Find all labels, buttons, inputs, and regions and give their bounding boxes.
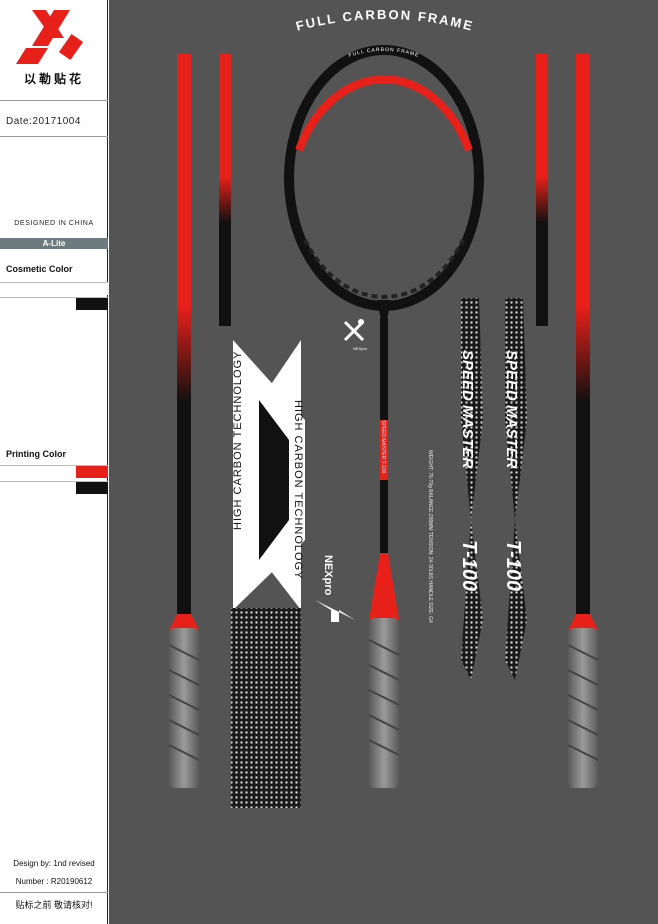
speed-master-strip-left: SPEED MASTER T-100 xyxy=(458,298,483,680)
number-label: Number : R20190612 xyxy=(15,877,93,886)
speed-master-strip-right: SPEED MASTER T-100 xyxy=(502,298,527,680)
racket-head: FULL CARBON FRAME xyxy=(284,45,484,311)
tech-decal: HIGH CARBON TECHNOLOGY HIGH CARBON TECHN… xyxy=(231,340,355,808)
tech-text-left: HIGH CARBON TECHNOLOGY xyxy=(232,351,244,531)
cosmetic-color-title: Cosmetic Color xyxy=(6,264,73,274)
divider xyxy=(0,100,108,101)
frame-title: FULL CARBON FRAME xyxy=(294,7,475,34)
spec-sidebar: 以勒贴花 Date:20171004 DESIGNED IN CHINA A-L… xyxy=(0,0,108,924)
swatch-black xyxy=(76,482,108,494)
right-outer-stripe xyxy=(567,54,599,788)
racket-shaft: SPEED MASTER T-100 xyxy=(368,300,400,788)
design-by-label: Design by: 1nd revised xyxy=(13,859,95,868)
cosmetic-swatch-row xyxy=(0,282,108,295)
designed-in-label: DESIGNED IN CHINA xyxy=(14,220,94,227)
design-canvas: FULL CARBON FRAME xyxy=(109,0,658,924)
head-label: FULL CARBON FRAME xyxy=(348,47,420,59)
left-outer-stripe xyxy=(168,54,200,788)
model-text-left: T-100 xyxy=(458,540,480,591)
swatch-white xyxy=(76,283,108,295)
confirm-note: 贴标之前 敬请核对! xyxy=(15,900,93,910)
date-label: Date:20171004 xyxy=(6,116,81,127)
cosmetic-swatch-row xyxy=(0,297,108,310)
printing-color-title: Printing Color xyxy=(6,449,66,459)
divider xyxy=(0,892,108,893)
printing-swatch-row xyxy=(0,465,108,478)
brand-name: 以勒贴花 xyxy=(23,72,84,86)
speed-text-right: SPEED MASTER xyxy=(503,350,520,469)
nexpro-label: NEXpro xyxy=(322,555,334,596)
tech-text-right: HIGH CARBON TECHNOLOGY xyxy=(292,400,304,580)
model-text-right: T-100 xyxy=(502,540,524,591)
shaft-label: SPEED MASTER T-100 xyxy=(380,420,386,473)
swatch-black xyxy=(76,298,108,310)
brand-logo xyxy=(8,6,100,96)
model-bar: A-Lite xyxy=(0,238,108,249)
printing-swatch-row xyxy=(0,481,108,494)
swatch-red xyxy=(76,466,108,478)
brand-logo-icon xyxy=(16,10,84,64)
divider xyxy=(0,136,108,137)
specs-text: WEIGHT: 75-79g BALANCE:295MM TENSION: 24… xyxy=(427,450,433,623)
left-inner-stripe xyxy=(219,54,231,326)
speed-text-left: SPEED MASTER xyxy=(459,350,476,469)
nexpro-mark: NEXpro xyxy=(343,319,368,351)
brand-small-label: NEXpro xyxy=(353,346,368,351)
artwork: FULL CARBON FRAME xyxy=(168,7,599,808)
right-inner-stripe xyxy=(536,54,548,326)
